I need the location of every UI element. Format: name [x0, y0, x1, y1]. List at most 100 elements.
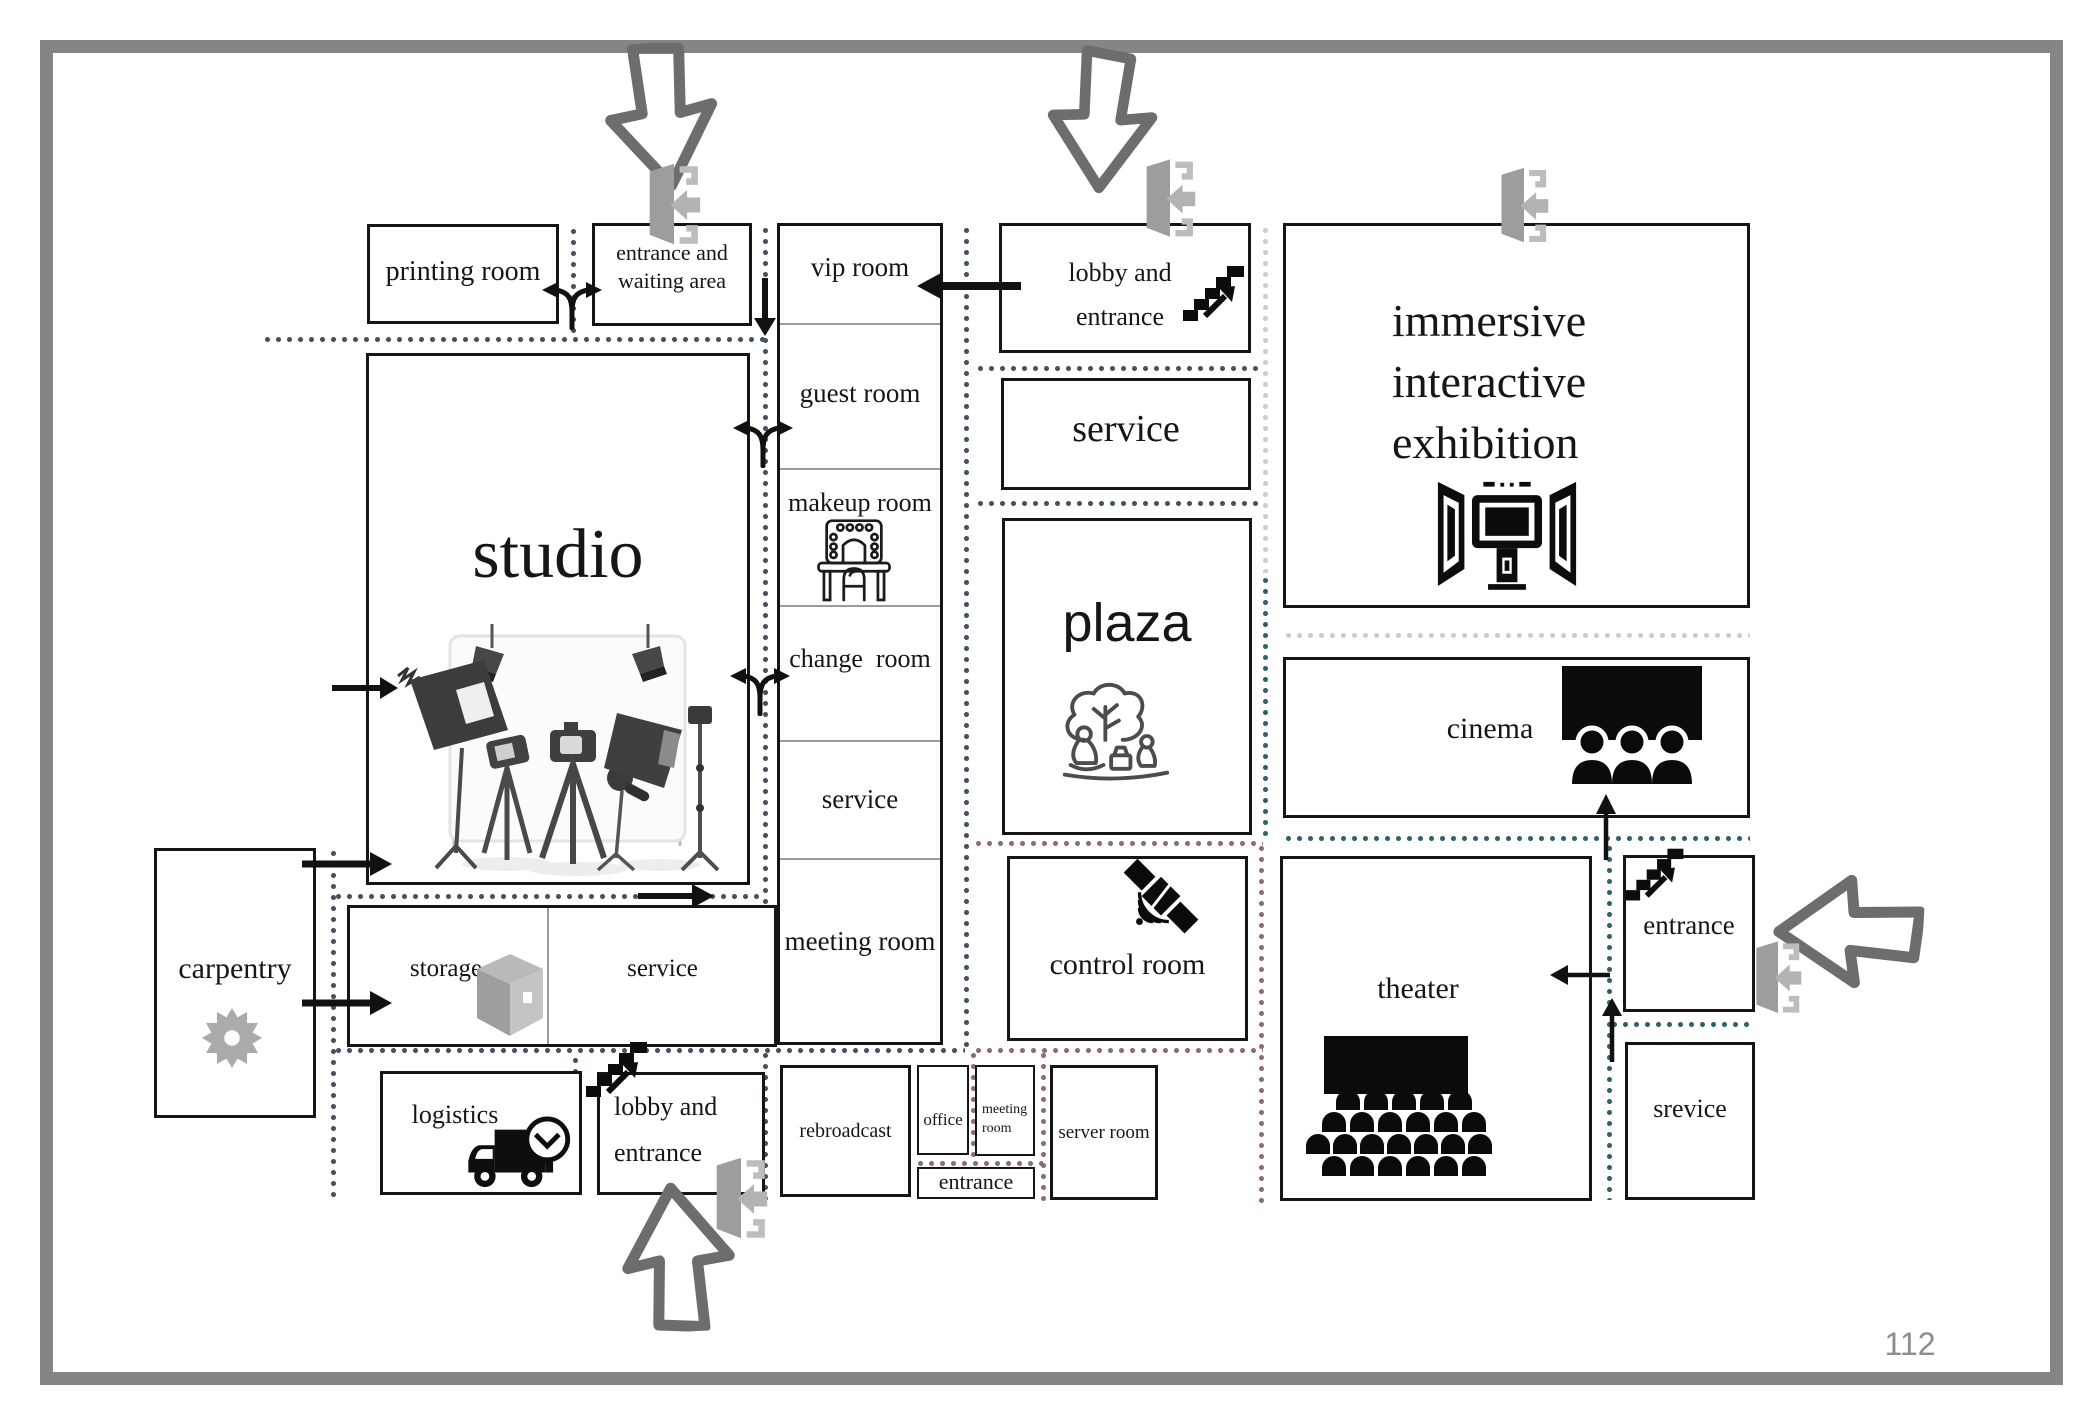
- room-label: guest room: [799, 378, 921, 408]
- room-label: lobby and: [614, 1092, 718, 1121]
- dotted-line: [762, 225, 769, 1200]
- dotted-line: [975, 365, 1261, 372]
- flow-arrow-up-entrance: [1602, 998, 1622, 1062]
- studio-equipment-icon: [397, 624, 720, 876]
- storage-box-icon: [477, 954, 543, 1036]
- door-icon: [1146, 159, 1196, 237]
- divider: [780, 858, 940, 860]
- room-carpentry: [154, 848, 316, 1118]
- room-label: service: [627, 955, 698, 982]
- divider: [780, 323, 940, 325]
- room-label-plaza: plaza: [1062, 593, 1192, 653]
- door-icon: [716, 1157, 768, 1239]
- makeup-vanity-icon: [817, 519, 891, 602]
- dotted-line: [570, 226, 577, 338]
- room-label-studio: studio: [472, 516, 644, 593]
- branch-arrow: [733, 420, 793, 468]
- branch-arrow: [542, 282, 602, 330]
- room-label: room: [982, 1121, 1012, 1136]
- flow-arrow-carpentry-to-studio: [302, 852, 392, 876]
- stairs-icon: [1626, 848, 1684, 901]
- flow-arrow-corridor-right: [638, 884, 714, 908]
- dotted-line: [262, 336, 765, 343]
- branch-arrow: [730, 668, 790, 716]
- dotted-line: [1283, 632, 1750, 639]
- stairs-icon: [586, 1042, 647, 1097]
- flow-arrow-down-corridor: [754, 278, 776, 336]
- immersive-screens-icon: [1437, 481, 1577, 590]
- dotted-line: [1262, 575, 1269, 838]
- room-entrance-bottom: [917, 1167, 1035, 1199]
- room-label: vip room: [810, 252, 910, 282]
- room-service-right: [1001, 378, 1251, 490]
- dotted-line: [973, 840, 1263, 847]
- dotted-line: [333, 893, 763, 900]
- room-label: theater: [1377, 972, 1459, 1005]
- divider: [547, 908, 549, 1044]
- room-label: cinema: [1446, 712, 1534, 745]
- dotted-line: [963, 225, 970, 1049]
- room-label: carpentry: [178, 952, 292, 985]
- plaza-picnic-icon: [1062, 682, 1170, 781]
- room-printing: [367, 224, 559, 324]
- entry-arrow-down-icon: [1047, 45, 1158, 194]
- room-label: srevice: [1653, 1094, 1727, 1123]
- door-icon: [1756, 941, 1802, 1013]
- room-label: exhibition: [1392, 417, 1579, 468]
- dotted-line: [975, 500, 1261, 507]
- saw-blade-icon: [201, 1007, 263, 1069]
- cinema-screen-icon: [1562, 666, 1702, 784]
- stairs-icon: [1183, 266, 1244, 321]
- room-plaza: [1002, 518, 1252, 835]
- room-label: makeup room: [788, 488, 932, 517]
- dotted-line: [1283, 835, 1750, 842]
- dotted-line: [970, 1050, 977, 1163]
- room-label: rebroadcast: [799, 1120, 892, 1142]
- room-label: office: [923, 1110, 963, 1129]
- room-label: printing room: [385, 256, 541, 287]
- divider: [780, 605, 940, 607]
- flow-arrow-up-to-cinema: [1596, 794, 1616, 860]
- room-srevice: [1625, 1042, 1755, 1200]
- room-label: meeting: [982, 1102, 1028, 1117]
- page-frame: [40, 40, 2063, 1385]
- dotted-line: [1262, 225, 1269, 573]
- dotted-line: [973, 1047, 1263, 1054]
- room-office: [917, 1065, 969, 1155]
- room-label: storage: [409, 955, 483, 982]
- room-column-vip: [777, 223, 943, 1045]
- room-label: logistics: [411, 1100, 499, 1129]
- dotted-line: [1258, 843, 1265, 1205]
- flow-arrow-into-studio: [332, 677, 398, 699]
- theater-stage-icon: [1306, 1036, 1492, 1176]
- dotted-line: [1609, 1021, 1755, 1028]
- dotted-line: [330, 848, 337, 1198]
- room-meeting-small: [975, 1065, 1035, 1156]
- room-label: lobby and: [1068, 258, 1172, 287]
- logistics-truck-icon: [468, 1116, 571, 1188]
- room-label: change room: [789, 644, 931, 673]
- room-label: entrance: [1075, 302, 1165, 331]
- entry-arrow-left-icon: [1773, 874, 1926, 989]
- room-label: meeting room: [784, 926, 936, 956]
- room-label: entrance: [1643, 910, 1735, 940]
- dotted-line: [1040, 1050, 1047, 1205]
- satellite-icon: [1123, 858, 1199, 934]
- door-icon: [1501, 167, 1549, 243]
- entry-arrow-down-icon: [605, 42, 718, 191]
- divider: [780, 468, 940, 470]
- room-rebroadcast: [780, 1065, 911, 1197]
- room-storage-service: [347, 905, 777, 1047]
- room-label: service: [821, 784, 899, 814]
- room-label: service: [1072, 408, 1180, 450]
- entry-arrow-up-icon: [622, 1182, 735, 1333]
- room-control: [1007, 856, 1248, 1041]
- page-number: 112: [1884, 1326, 1936, 1362]
- room-label: server room: [1058, 1122, 1150, 1143]
- door-icon: [649, 163, 701, 245]
- room-label: control room: [1049, 948, 1206, 981]
- room-label: entrance: [614, 1138, 703, 1167]
- flow-arrow-lobby-to-vip: [917, 273, 1021, 299]
- room-label: entrance: [938, 1169, 1014, 1194]
